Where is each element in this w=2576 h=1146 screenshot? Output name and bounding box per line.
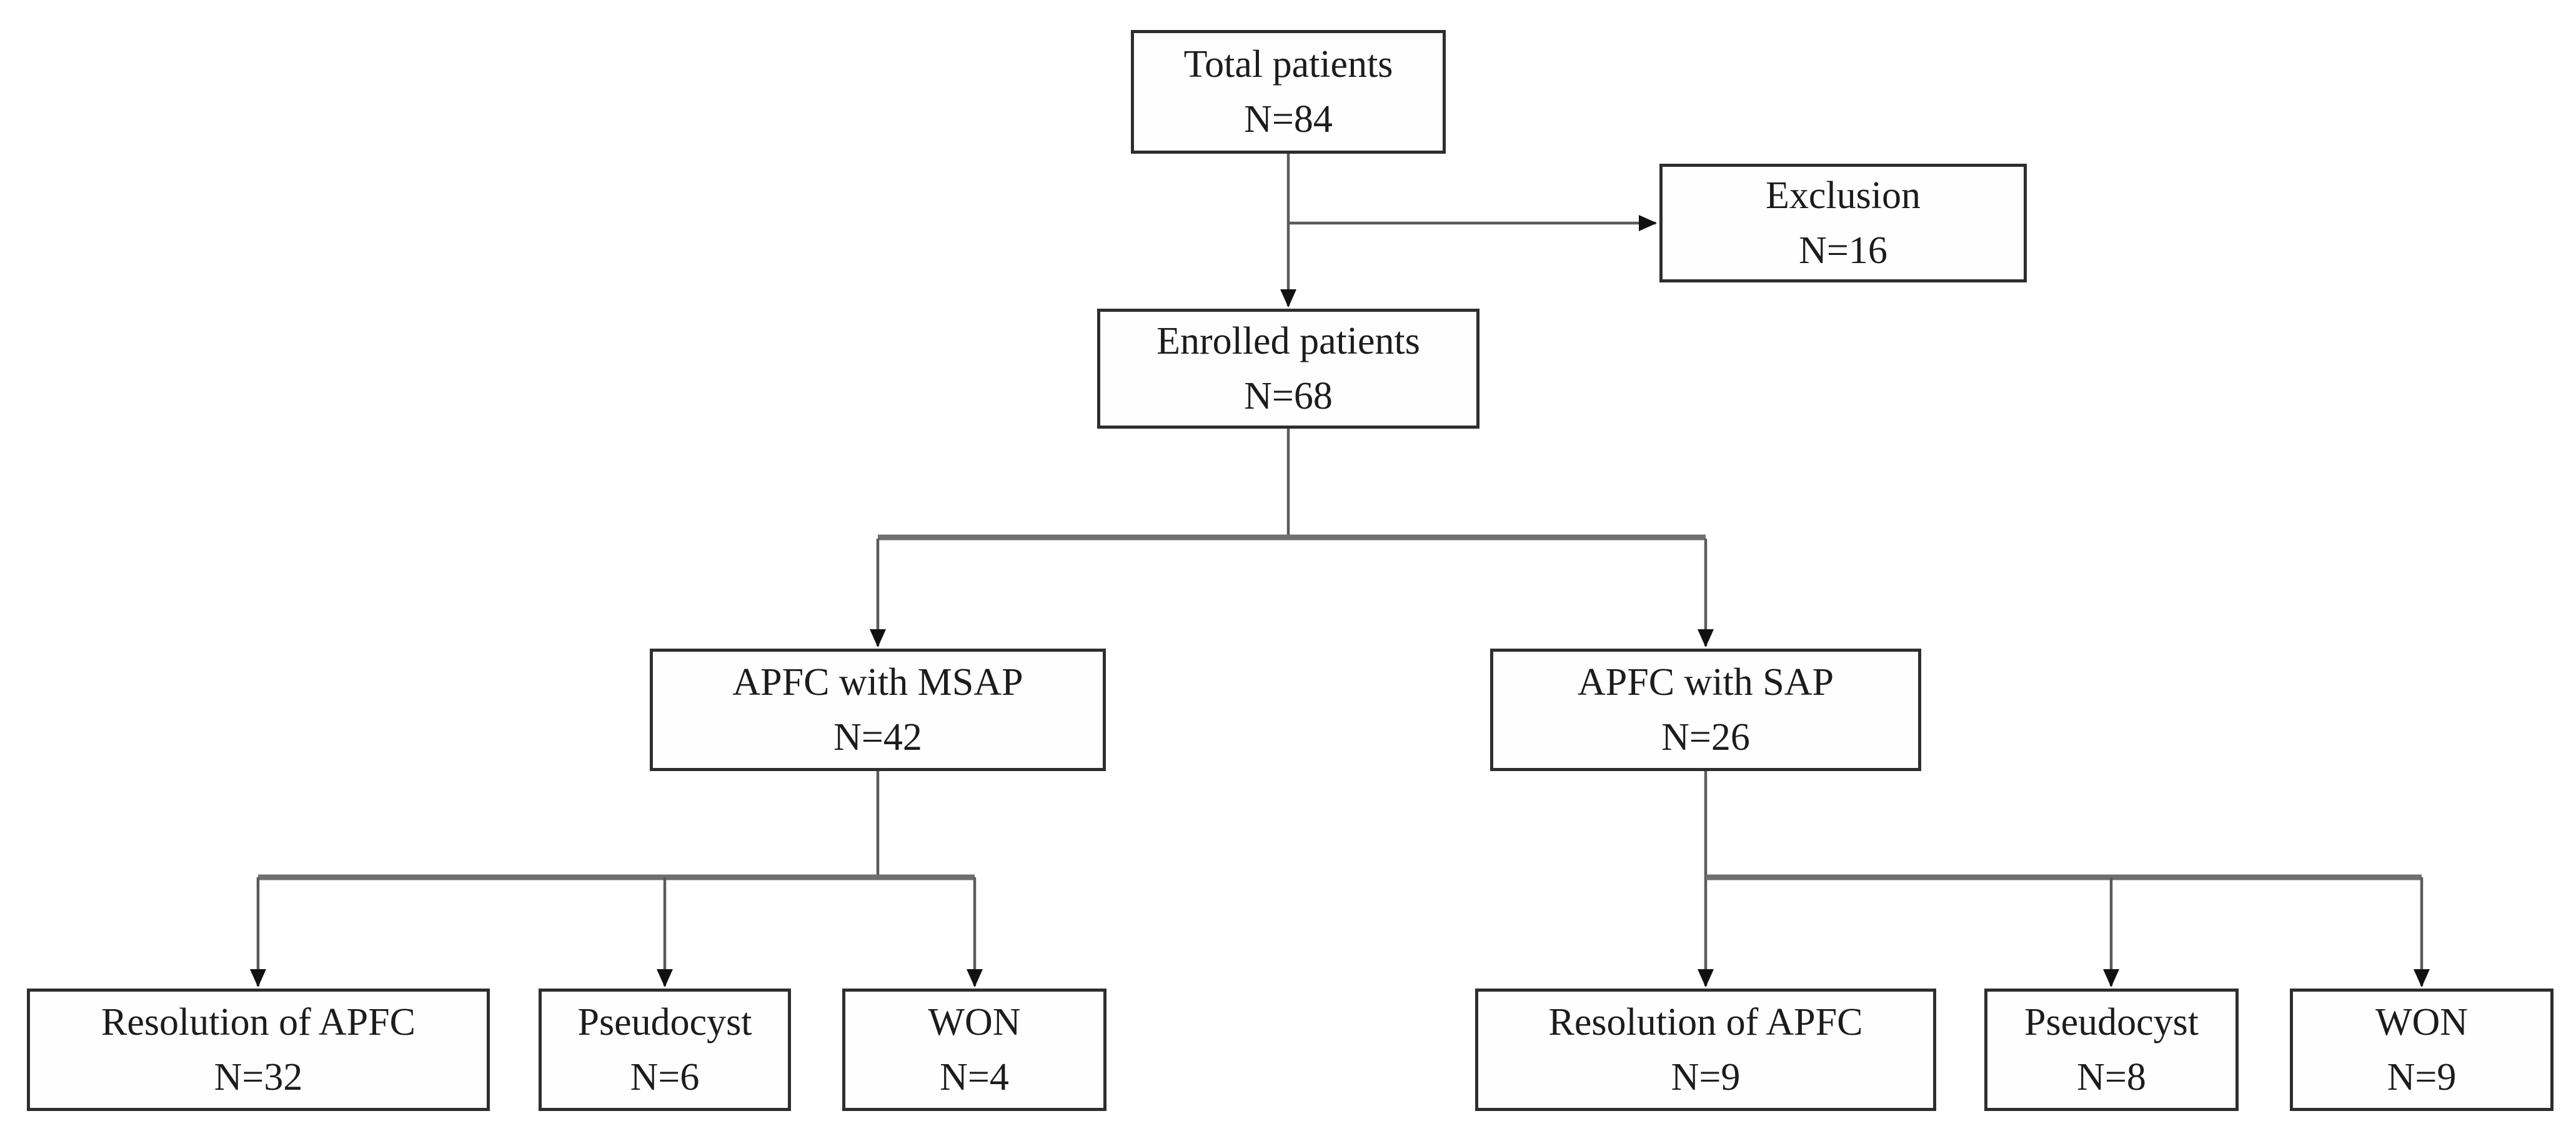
box-count: N=42 (833, 716, 922, 759)
box-count: N=6 (630, 1056, 700, 1099)
box-pseudocyst-sap: Pseudocyst N=8 (1984, 989, 2239, 1111)
box-label: Total patients (1183, 42, 1393, 86)
box-pseudocyst-msap: Pseudocyst N=6 (539, 989, 791, 1111)
box-exclusion: Exclusion N=16 (1659, 164, 2027, 282)
box-label: Resolution of APFC (101, 1000, 415, 1044)
box-label: Pseudocyst (2024, 1000, 2199, 1044)
box-label: APFC with SAP (1577, 660, 1834, 704)
box-count: N=26 (1661, 716, 1750, 759)
box-enrolled-patients: Enrolled patients N=68 (1097, 309, 1479, 429)
box-label: Enrolled patients (1156, 319, 1420, 362)
box-label: APFC with MSAP (732, 660, 1023, 704)
box-label: Resolution of APFC (1548, 1000, 1863, 1044)
box-count: N=9 (2387, 1056, 2457, 1099)
box-total-patients: Total patients N=84 (1131, 30, 1446, 154)
box-count: N=32 (214, 1056, 303, 1099)
box-count: N=4 (940, 1056, 1009, 1099)
box-resolution-of-apfc-msap: Resolution of APFC N=32 (27, 989, 490, 1111)
box-resolution-of-apfc-sap: Resolution of APFC N=9 (1475, 989, 1936, 1111)
box-label: WON (2375, 1000, 2469, 1044)
box-label: WON (928, 1000, 1021, 1044)
box-count: N=8 (2077, 1056, 2146, 1099)
box-count: N=16 (1799, 229, 1887, 272)
box-count: N=68 (1244, 375, 1333, 417)
box-apfc-with-msap: APFC with MSAP N=42 (650, 649, 1106, 771)
box-won-msap: WON N=4 (842, 989, 1106, 1111)
box-apfc-with-sap: APFC with SAP N=26 (1490, 649, 1921, 771)
box-label: Exclusion (1766, 174, 1921, 217)
box-won-sap: WON N=9 (2290, 989, 2554, 1111)
box-count: N=9 (1671, 1056, 1741, 1099)
box-label: Pseudocyst (577, 1000, 752, 1044)
box-count: N=84 (1244, 98, 1333, 141)
